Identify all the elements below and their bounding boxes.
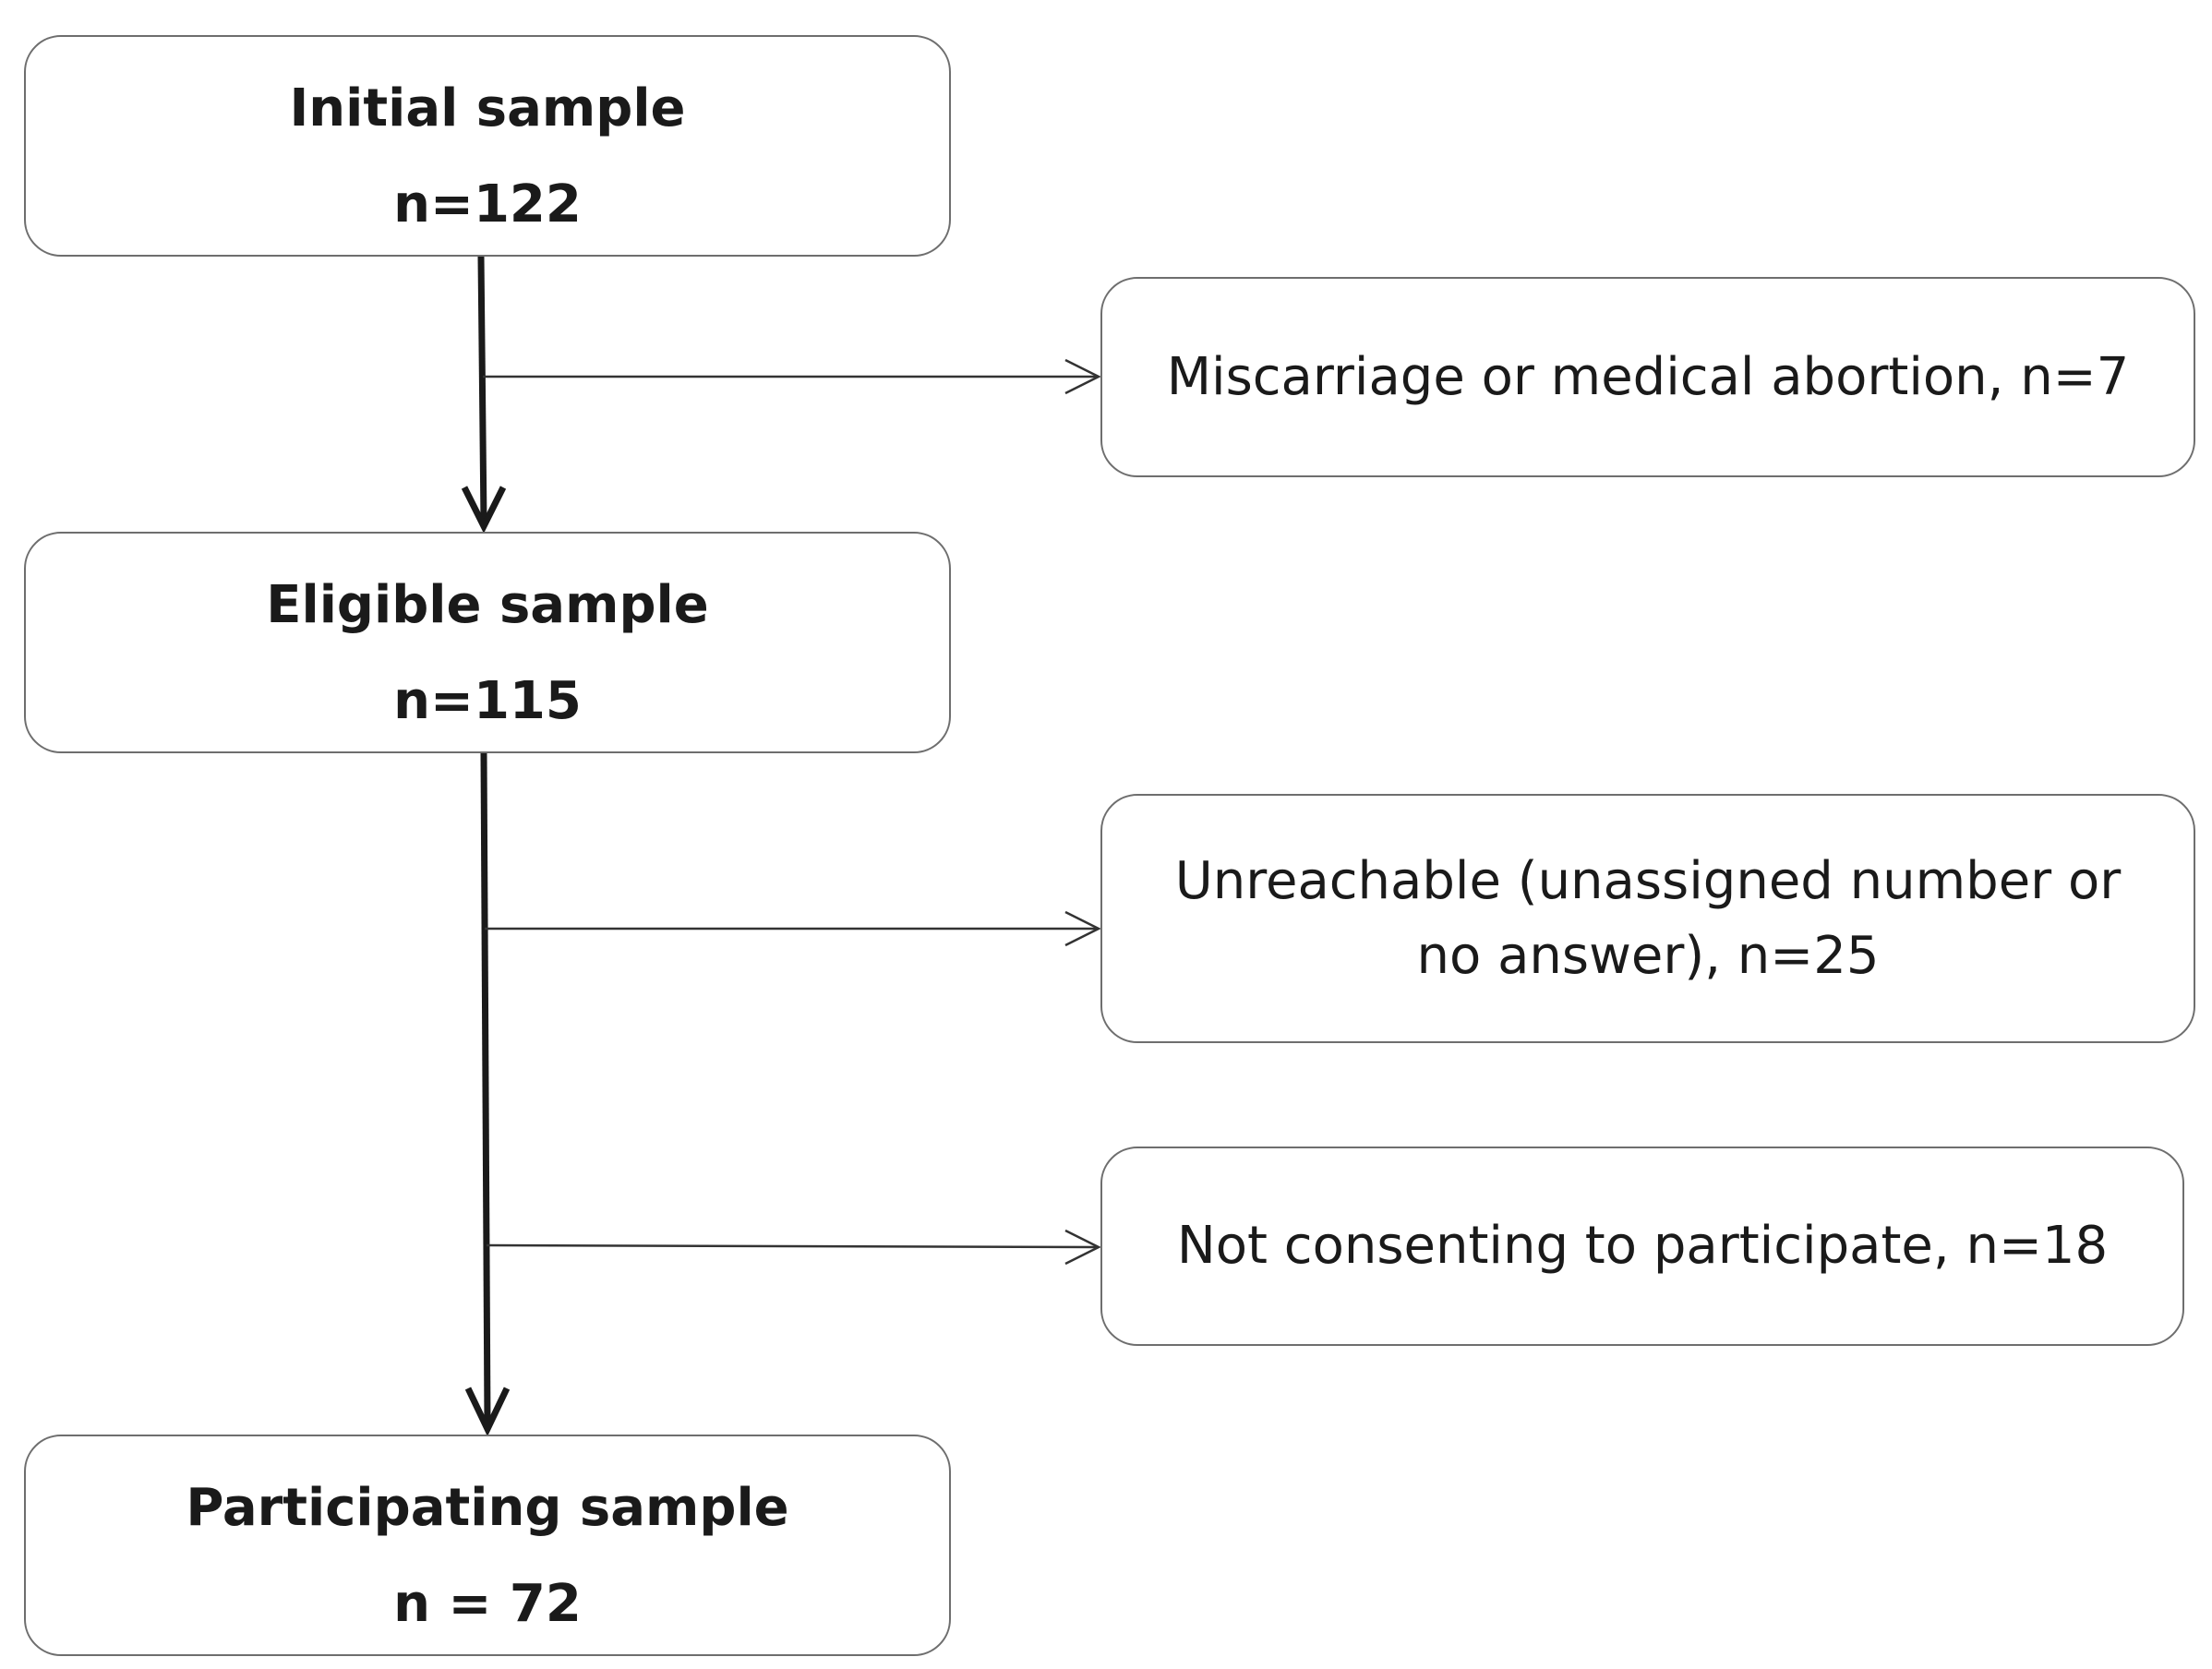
exclusion-not-consenting-label: Not consenting to participate, n=18 [1176,1216,2109,1277]
initial-sample-box: Initial sample n=122 [24,35,951,257]
arrowhead-exclusion-1 [1064,358,1101,395]
arrow-to-exclusion-3 [486,1243,1098,1249]
initial-sample-count: n=122 [393,174,582,234]
eligible-sample-box: Eligible sample n=115 [24,532,951,753]
arrowhead-exclusion-2 [1064,910,1101,947]
participating-sample-count: n = 72 [393,1574,582,1634]
participating-sample-title: Participating sample [186,1478,789,1538]
exclusion-unreachable-box: Unreachable (unassigned number or no ans… [1100,794,2195,1043]
exclusion-unreachable-label: Unreachable (unassigned number or no ans… [1174,850,2122,986]
arrowhead-eligible [461,486,507,534]
arrowhead-participating [464,1387,511,1437]
arrow-initial-to-eligible [477,256,487,523]
eligible-sample-title: Eligible sample [266,575,709,635]
exclusion-not-consenting-box: Not consenting to participate, n=18 [1100,1147,2184,1346]
exclusion-miscarriage-box: Miscarriage or medical abortion, n=7 [1100,277,2195,477]
arrow-eligible-to-participating [480,752,491,1426]
initial-sample-title: Initial sample [289,78,686,138]
participating-sample-box: Participating sample n = 72 [24,1435,951,1656]
exclusion-miscarriage-label: Miscarriage or medical abortion, n=7 [1166,346,2130,407]
arrowhead-exclusion-3 [1064,1229,1101,1266]
eligible-sample-count: n=115 [393,671,582,731]
